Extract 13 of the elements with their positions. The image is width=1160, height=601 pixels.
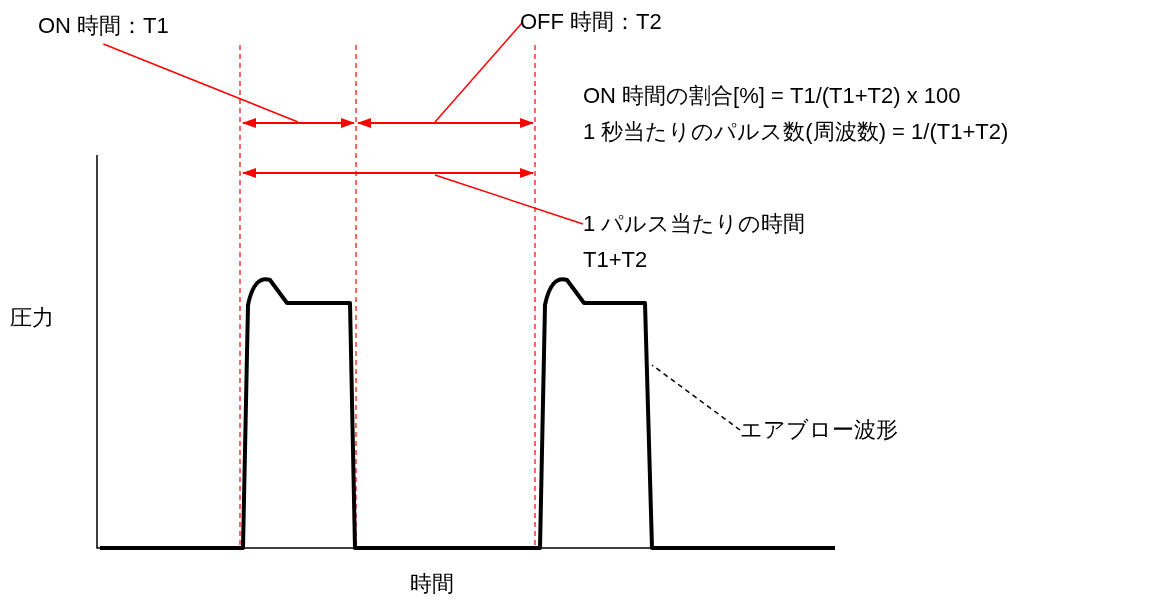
callout-text: OFF 時間：T2 — [520, 8, 662, 36]
callout-text: 1 パルス当たりの時間 — [583, 210, 806, 238]
leader-line — [651, 364, 741, 431]
callout-text: T1+T2 — [583, 246, 649, 274]
axis-label: 時間 — [410, 570, 454, 598]
leader-line — [434, 21, 524, 123]
callout-text: ON 時間：T1 — [38, 12, 169, 40]
leader-line — [434, 174, 584, 225]
callout-text: エアブロー波形 — [740, 416, 898, 444]
formula-text: 1 秒当たりのパルス数(周波数) = 1/(T1+T2) — [583, 118, 1009, 146]
formula-text: ON 時間の割合[%] = T1/(T1+T2) x 100 — [583, 82, 961, 110]
axis-label: 圧力 — [10, 304, 54, 332]
leader-line — [102, 43, 299, 123]
